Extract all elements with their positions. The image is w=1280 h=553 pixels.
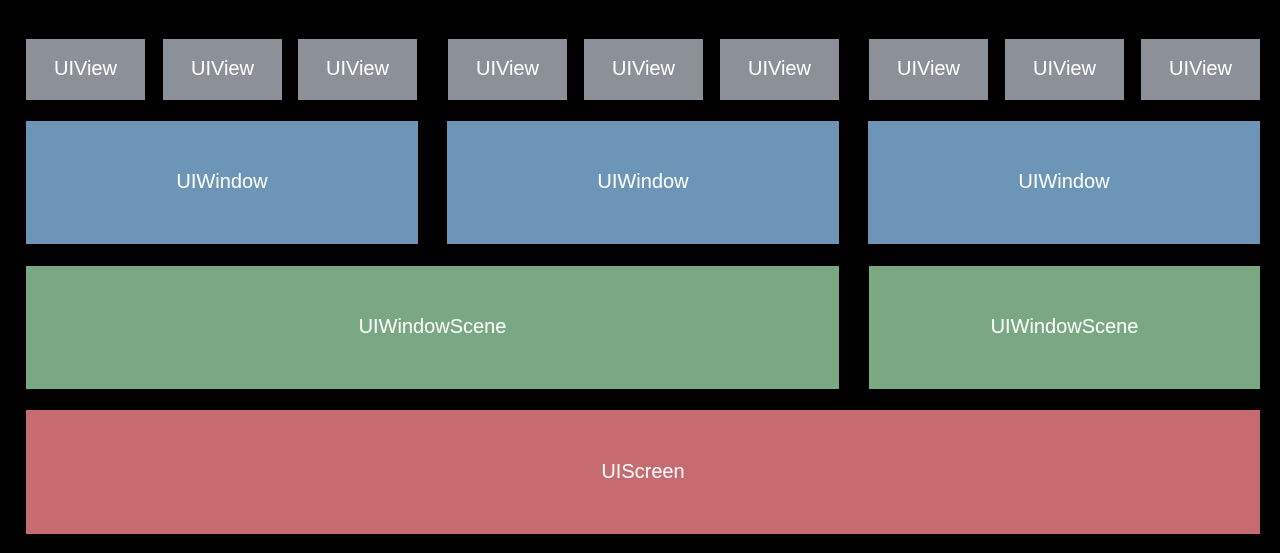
uiview-label-3: UIView: [326, 58, 389, 80]
uiview-label-4: UIView: [476, 58, 539, 80]
uiview-label-5: UIView: [612, 58, 675, 80]
uiwindow-box-2: UIWindow: [447, 121, 839, 244]
uiwindowscene-label-1: UIWindowScene: [358, 316, 507, 338]
uiview-box-1: UIView: [26, 39, 145, 100]
uiview-label-6: UIView: [748, 58, 811, 80]
uiwindow-box-1: UIWindow: [26, 121, 418, 244]
uiwindow-box-3: UIWindow: [868, 121, 1260, 244]
uiview-label-1: UIView: [54, 58, 117, 80]
uiwindow-label-3: UIWindow: [1018, 171, 1110, 193]
uiwindow-label-2: UIWindow: [597, 171, 689, 193]
uiview-box-4: UIView: [448, 39, 567, 100]
uiview-box-9: UIView: [1141, 39, 1260, 100]
uiview-box-6: UIView: [720, 39, 839, 100]
uiview-label-9: UIView: [1169, 58, 1232, 80]
uiscreen-box: UIScreen: [26, 410, 1260, 534]
uiview-box-2: UIView: [163, 39, 282, 100]
uiview-label-8: UIView: [1033, 58, 1096, 80]
uiview-label-2: UIView: [191, 58, 254, 80]
uiview-label-7: UIView: [897, 58, 960, 80]
uiscreen-label: UIScreen: [601, 460, 685, 483]
uiwindowscene-box-1: UIWindowScene: [26, 266, 839, 389]
uiview-box-8: UIView: [1005, 39, 1124, 100]
uiview-box-7: UIView: [869, 39, 988, 100]
uiview-box-3: UIView: [298, 39, 417, 100]
uiwindowscene-label-2: UIWindowScene: [990, 316, 1139, 338]
uiwindow-label-1: UIWindow: [176, 171, 268, 193]
uiview-box-5: UIView: [584, 39, 703, 100]
uiwindowscene-box-2: UIWindowScene: [869, 266, 1260, 389]
